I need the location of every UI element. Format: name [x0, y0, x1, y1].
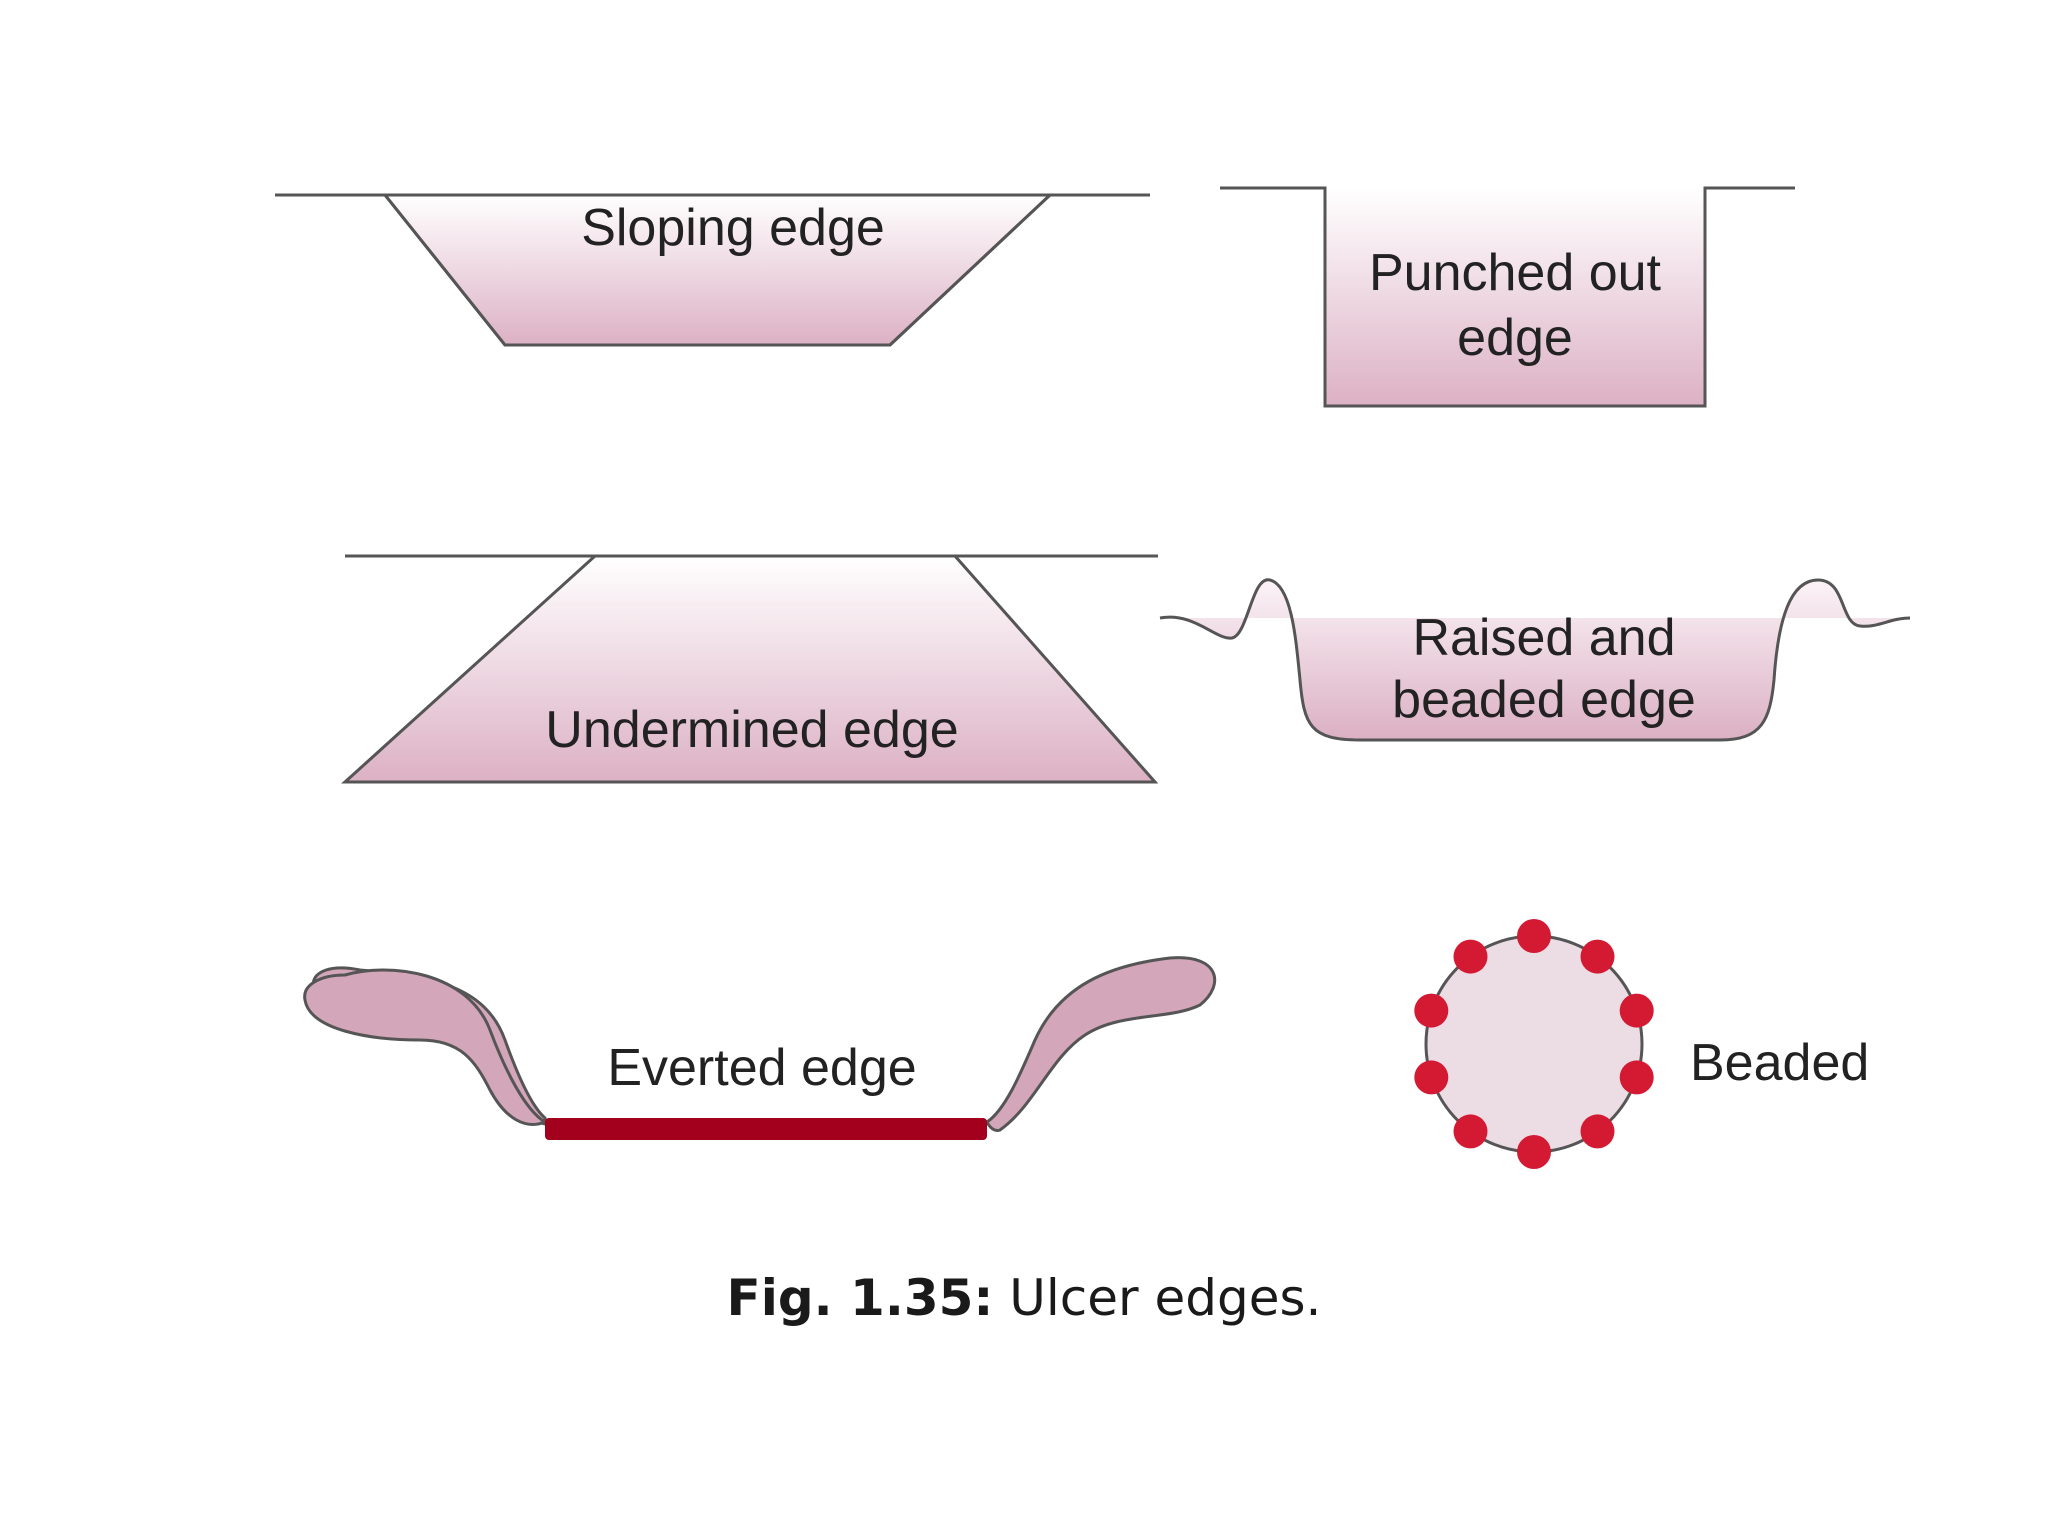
everted-edge-panel: Everted edge — [303, 956, 1217, 1140]
bead — [1580, 1114, 1615, 1149]
raised-beaded-label-line1: Raised and — [1412, 609, 1675, 667]
bead — [1453, 939, 1488, 974]
sloping-edge-panel: Sloping edge — [275, 193, 1150, 347]
beads-group — [1414, 919, 1654, 1169]
raised-beaded-label-line2: beaded edge — [1392, 671, 1696, 729]
beaded-label: Beaded — [1690, 1034, 1869, 1092]
bead — [1453, 1114, 1488, 1149]
bead — [1517, 1135, 1551, 1169]
beaded-panel: Beaded — [1414, 919, 1869, 1169]
punched-out-surface-line — [1220, 186, 1795, 408]
bead — [1517, 919, 1551, 953]
figure-caption: Fig. 1.35: Ulcer edges. — [727, 1269, 1322, 1327]
undermined-edge-panel: Undermined edge — [341, 554, 1159, 784]
sloping-edge-label: Sloping edge — [581, 199, 885, 257]
raised-beaded-ulcer-shape — [1159, 578, 1911, 742]
bead — [1414, 993, 1449, 1028]
punched-out-ulcer-shape — [1325, 188, 1705, 406]
raised-beaded-edge-panel: Raised and beaded edge — [1159, 578, 1911, 742]
bead — [1619, 1060, 1654, 1095]
everted-left-lip-fill — [303, 968, 549, 1126]
undermined-edge-label: Undermined edge — [545, 701, 958, 759]
caption-text: Ulcer edges. — [993, 1269, 1321, 1327]
bead — [1580, 939, 1615, 974]
undermined-ulcer-shape — [341, 554, 1159, 784]
punched-out-edge-panel: Punched out edge — [1220, 186, 1795, 408]
everted-edge-label: Everted edge — [607, 1039, 916, 1097]
sloping-edge-surface-line — [275, 193, 1150, 347]
punched-out-label-line2: edge — [1457, 309, 1573, 367]
punched-out-label-line1: Punched out — [1369, 244, 1662, 302]
caption-prefix: Fig. 1.35: — [727, 1269, 994, 1327]
bead — [1414, 1060, 1449, 1095]
everted-right-lip-fill — [985, 956, 1217, 1132]
bead — [1619, 993, 1654, 1028]
everted-ulcer-base — [545, 1118, 987, 1140]
